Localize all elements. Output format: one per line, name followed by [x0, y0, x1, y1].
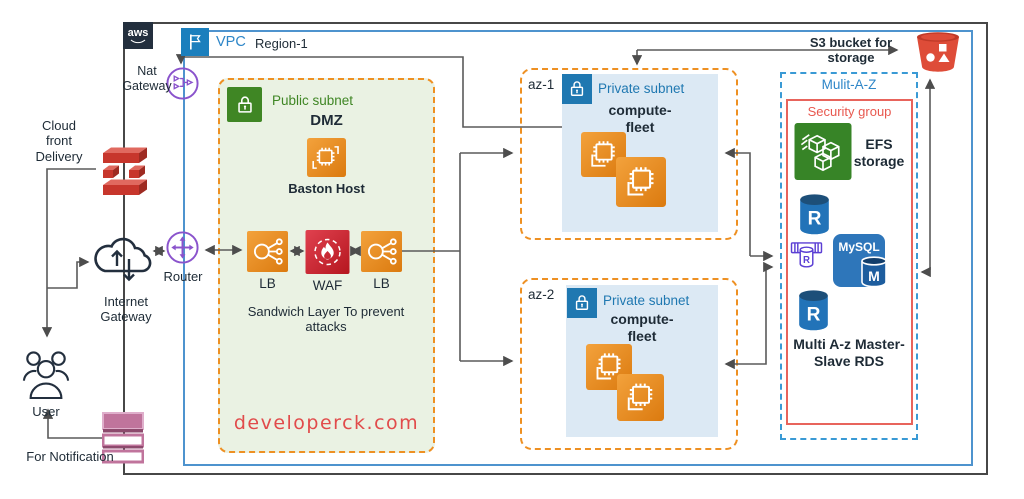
router-label: Router — [163, 269, 203, 284]
aws-smile-icon — [130, 39, 146, 43]
vpc-flag-icon — [181, 28, 209, 56]
lb-right-label: LB — [373, 276, 390, 291]
efs-label: EFS storage — [853, 136, 905, 169]
az2-subnet-label: Private subnet — [603, 293, 690, 308]
s3-bucket-icon — [914, 31, 962, 72]
connector-cloudfront-to-user — [41, 168, 96, 338]
az2-lock-icon — [567, 288, 597, 318]
user-icon — [22, 346, 70, 402]
mysql-cylinder-icon: M — [860, 256, 888, 288]
az2-compute-icon-2 — [617, 374, 664, 421]
rds-instance-icon: R — [790, 241, 823, 270]
az2-name: az-2 — [528, 287, 555, 302]
multi-az-label: Mulit-A-Z — [821, 77, 877, 92]
public-subnet-label: Public subnet — [272, 93, 354, 108]
nat-gateway-label: Nat Gateway — [122, 64, 172, 93]
diagram-outer-border — [123, 22, 988, 475]
load-balancer-left-icon — [247, 231, 288, 272]
cloudfront-label: Cloud front Delivery — [35, 118, 83, 164]
rds-instance-letter: R — [803, 255, 810, 266]
vpc-label: VPC — [216, 34, 246, 50]
mysql-label: MySQL — [838, 240, 880, 254]
notification-icon — [102, 412, 144, 464]
az1-fleet-label: compute-fleet — [608, 102, 672, 135]
s3-label: S3 bucket for storage — [809, 35, 893, 66]
user-label: User — [32, 404, 60, 419]
router-icon — [165, 230, 200, 265]
internet-gateway-label: Internet Gateway — [100, 294, 152, 325]
az1-lock-icon — [562, 74, 592, 104]
watermark: developerck.com — [233, 412, 420, 434]
aws-logo: aws — [123, 22, 153, 49]
security-group-box — [786, 99, 913, 425]
aws-logo-text: aws — [127, 26, 149, 39]
connector-user-to-igw — [47, 256, 90, 289]
az1-name: az-1 — [528, 77, 555, 92]
sandwich-note: Sandwich Layer To prevent attacks — [247, 304, 405, 335]
mysql-cylinder-letter: M — [868, 268, 880, 284]
rds-replica-icon: R — [795, 289, 832, 331]
security-group-label: Security group — [807, 104, 892, 119]
region-label: Region-1 — [255, 36, 308, 51]
az2-fleet-label: compute-fleet — [610, 311, 674, 344]
efs-icon — [794, 123, 852, 180]
waf-icon — [305, 230, 350, 274]
bastion-host-label: Baston Host — [288, 181, 365, 196]
az1-compute-icon-2 — [616, 157, 666, 207]
load-balancer-right-icon — [361, 231, 402, 272]
waf-label: WAF — [312, 278, 343, 293]
rds-replica-letter: R — [807, 305, 821, 326]
internet-gateway-icon — [91, 229, 155, 291]
rds-caption: Multi A-z Master-Slave RDS — [793, 336, 905, 369]
az1-subnet-label: Private subnet — [598, 81, 685, 96]
lb-left-label: LB — [259, 276, 276, 291]
bastion-host-icon — [307, 137, 346, 178]
dmz-label: DMZ — [310, 112, 343, 129]
az1-compute-icon-1 — [581, 132, 626, 177]
rds-primary-letter: R — [808, 209, 822, 230]
cloudfront-icon — [93, 144, 155, 198]
rds-primary-icon: R — [796, 193, 833, 235]
notification-label: For Notification — [26, 449, 114, 464]
